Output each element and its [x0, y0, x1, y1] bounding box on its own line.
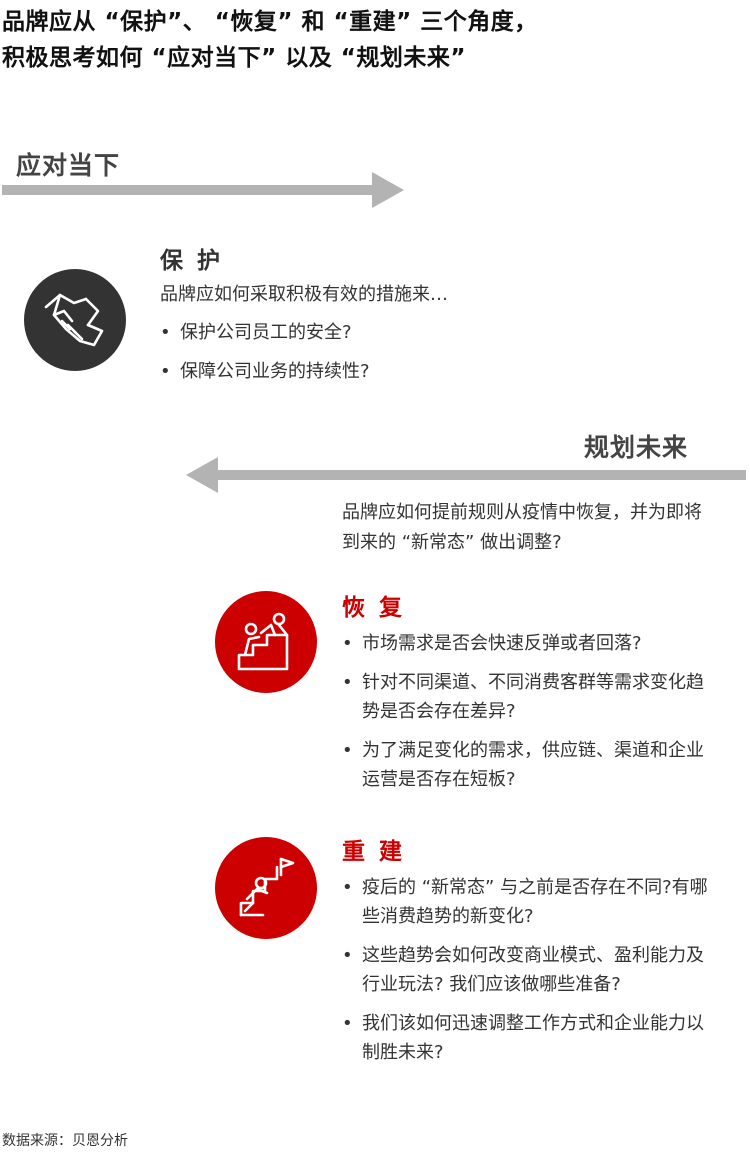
rebuild-heading: 重建 [342, 839, 416, 865]
page-title: 品牌应从 “保护”、 “恢复” 和 “重建” 三个角度， 积极思考如何 “应对当… [2, 4, 538, 76]
list-item: 保障公司业务的持续性? [160, 357, 560, 386]
source-note: 数据来源：贝恩分析 [2, 1133, 128, 1149]
rebuild-bullets: 疫后的 “新常态” 与之前是否存在不同?有哪些消费趋势的新变化? 这些趋势会如何… [342, 873, 712, 1077]
recover-heading: 恢复 [342, 595, 416, 621]
list-item: 保护公司员工的安全? [160, 318, 560, 347]
helping-climb-icon [237, 612, 289, 671]
list-item: 市场需求是否会快速反弹或者回落? [342, 629, 712, 658]
recover-circle [215, 591, 317, 693]
rebuild-circle [215, 837, 317, 939]
present-label: 应对当下 [16, 151, 121, 180]
protect-bullets: 保护公司员工的安全? 保障公司业务的持续性? [160, 318, 560, 396]
arrow-right [2, 170, 404, 210]
list-item: 疫后的 “新常态” 与之前是否存在不同?有哪些消费趋势的新变化? [342, 873, 712, 931]
title-line-2: 积极思考如何 “应对当下” 以及 “规划未来” [2, 45, 466, 71]
list-item: 我们该如何迅速调整工作方式和企业能力以制胜未来? [342, 1009, 712, 1067]
protect-circle [24, 269, 126, 371]
arrow-left [186, 457, 746, 497]
protect-intro: 品牌应如何采取积极有效的措施来… [160, 284, 448, 305]
handshake-icon [44, 293, 104, 347]
recover-bullets: 市场需求是否会快速反弹或者回落? 针对不同渠道、不同消费客群等需求变化趋势是否会… [342, 629, 712, 804]
stairs-flag-icon [239, 857, 295, 917]
list-item: 针对不同渠道、不同消费客群等需求变化趋势是否会存在差异? [342, 668, 712, 726]
future-intro: 品牌应如何提前规则从疫情中恢复，并为即将到来的 “新常态” 做出调整? [342, 502, 702, 553]
list-item: 为了满足变化的需求，供应链、渠道和企业运营是否存在短板? [342, 736, 712, 794]
title-line-1: 品牌应从 “保护”、 “恢复” 和 “重建” 三个角度， [2, 9, 538, 35]
list-item: 这些趋势会如何改变商业模式、盈利能力及行业玩法? 我们应该做哪些准备? [342, 941, 712, 999]
protect-heading: 保护 [160, 248, 234, 274]
future-label: 规划未来 [584, 433, 689, 462]
